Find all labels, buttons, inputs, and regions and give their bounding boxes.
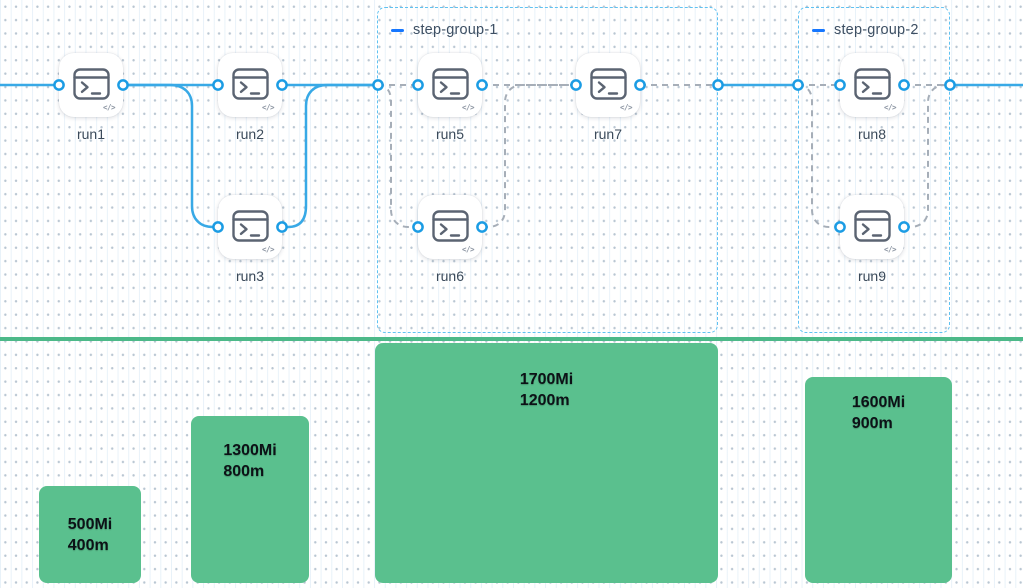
pipeline-step-node-run6[interactable]: </> run6 — [418, 195, 482, 284]
terminal-icon — [589, 68, 627, 100]
memory-value: 1300Mi — [223, 442, 277, 459]
resource-bar-label: 1300Mi 800m — [223, 440, 276, 583]
memory-value: 1700Mi — [519, 371, 574, 388]
resource-usage-bar[interactable]: 500Mi 400m — [39, 486, 141, 583]
node-label: run1 — [76, 126, 106, 142]
terminal-icon — [231, 210, 269, 242]
terminal-icon — [431, 68, 469, 100]
step-node-card[interactable]: </> — [576, 53, 640, 117]
step-node-card[interactable]: </> — [840, 195, 904, 259]
step-node-card[interactable]: </> — [218, 53, 282, 117]
code-icon: </> — [261, 103, 275, 112]
resource-bar-label: 500Mi 400m — [68, 514, 112, 583]
code-icon: </> — [102, 103, 116, 112]
terminal-icon — [72, 68, 110, 100]
code-icon: </> — [883, 245, 897, 254]
node-label: run5 — [435, 126, 465, 142]
node-label: run7 — [593, 126, 623, 142]
step-group-label: step-group-1 — [413, 22, 498, 38]
node-label: run2 — [235, 126, 265, 142]
step-node-card[interactable]: </> — [840, 53, 904, 117]
collapse-minus-icon[interactable] — [812, 28, 825, 32]
pipeline-step-node-run3[interactable]: </> run3 — [218, 195, 282, 284]
pipeline-step-node-run9[interactable]: </> run9 — [840, 195, 904, 284]
step-group-header: step-group-2 — [812, 22, 919, 38]
resource-divider-line — [0, 337, 1023, 341]
cpu-value: 400m — [67, 537, 109, 555]
node-label: run6 — [435, 268, 465, 284]
code-icon: </> — [461, 103, 475, 112]
cpu-value: 900m — [851, 415, 893, 433]
code-icon: </> — [461, 245, 475, 254]
node-label: run3 — [235, 268, 265, 284]
terminal-icon — [853, 68, 891, 100]
pipeline-step-node-run7[interactable]: </> run7 — [576, 53, 640, 142]
pipeline-step-node-run5[interactable]: </> run5 — [418, 53, 482, 142]
node-label: run8 — [857, 126, 887, 142]
resource-usage-bar[interactable]: 1700Mi 1200m — [375, 343, 718, 583]
pipeline-step-node-run1[interactable]: </> run1 — [59, 53, 123, 142]
resource-usage-bar[interactable]: 1300Mi 800m — [191, 416, 309, 583]
terminal-icon — [853, 210, 891, 242]
terminal-icon — [231, 68, 269, 100]
resource-bar-label: 1600Mi 900m — [852, 392, 905, 583]
code-icon: </> — [619, 103, 633, 112]
step-group-header: step-group-1 — [391, 22, 498, 38]
code-icon: </> — [261, 245, 275, 254]
cpu-value: 1200m — [519, 392, 570, 410]
terminal-icon — [431, 210, 469, 242]
code-icon: </> — [883, 103, 897, 112]
step-node-card[interactable]: </> — [59, 53, 123, 117]
node-label: run9 — [857, 268, 887, 284]
memory-value: 1600Mi — [851, 394, 906, 411]
collapse-minus-icon[interactable] — [391, 28, 404, 32]
step-node-card[interactable]: </> — [418, 195, 482, 259]
step-node-card[interactable]: </> — [418, 53, 482, 117]
step-group-label: step-group-2 — [834, 22, 919, 38]
step-node-card[interactable]: </> — [218, 195, 282, 259]
resource-bar-label: 1700Mi 1200m — [520, 369, 573, 583]
pipeline-step-node-run2[interactable]: </> run2 — [218, 53, 282, 142]
memory-value: 500Mi — [67, 516, 113, 533]
cpu-value: 800m — [223, 463, 265, 481]
resource-usage-bar[interactable]: 1600Mi 900m — [805, 377, 952, 583]
pipeline-step-node-run8[interactable]: </> run8 — [840, 53, 904, 142]
